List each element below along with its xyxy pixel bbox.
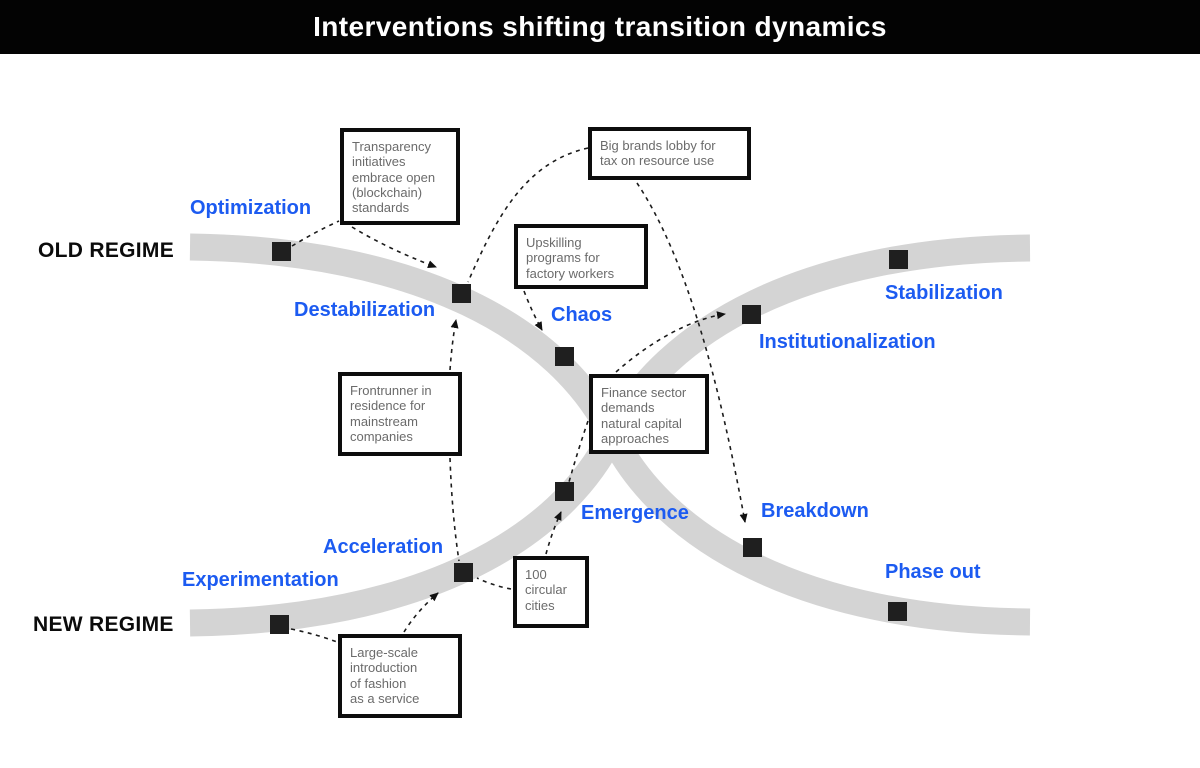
phase-label-destabilization: Destabilization: [294, 299, 436, 321]
connector-finance-to-institutionalization: [615, 311, 726, 373]
page-title: Interventions shifting transition dynami…: [313, 11, 887, 42]
phase-label-breakdown: Breakdown: [761, 500, 869, 522]
intervention-box-frontrunner: Frontrunner in residence for mainstream …: [338, 372, 462, 456]
intervention-box-transparency: Transparency initiatives embrace open (b…: [340, 128, 460, 225]
connector-bigbrands-to-breakdown: [636, 182, 748, 523]
connector-frontrunner-to-destabilization: [449, 319, 459, 371]
intervention-box-fashion-service: Large-scale introduction of fashion as a…: [338, 634, 462, 718]
curve-marker-acceleration: [453, 562, 473, 582]
connector-optimization-to-transparency: [291, 220, 340, 247]
curve-marker-experimentation: [269, 614, 289, 634]
curve-marker-institutionalization: [741, 304, 761, 324]
connector-circularcities-to-emergence: [545, 511, 562, 555]
regime-label-new-regime: NEW REGIME: [33, 613, 174, 636]
phase-label-experimentation: Experimentation: [182, 569, 339, 591]
intervention-box-upskilling: Upskilling programs for factory workers: [514, 224, 648, 289]
intervention-box-circular-cities: 100 circular cities: [513, 556, 589, 628]
connector-upskilling-to-chaos: [523, 290, 543, 331]
dashed-connectors: [290, 147, 748, 643]
connector-transparency-to-destabilization: [351, 226, 437, 268]
connector-experimentation-to-fashionservice: [290, 628, 338, 643]
curve-marker-optimization: [271, 241, 291, 261]
regime-label-old-regime: OLD REGIME: [38, 239, 175, 262]
phase-label-emergence: Emergence: [581, 502, 689, 524]
curve-marker-destabilization: [451, 283, 471, 303]
curve-marker-chaos: [554, 346, 574, 366]
phase-label-institutionalization: Institutionalization: [759, 331, 936, 353]
phase-label-stabilization: Stabilization: [885, 282, 1003, 304]
intervention-box-big-brands: Big brands lobby for tax on resource use: [588, 127, 751, 180]
phase-label-optimization: Optimization: [190, 197, 312, 219]
curve-marker-phase-out: [887, 601, 907, 621]
phase-label-acceleration: Acceleration: [323, 536, 444, 558]
connector-frontrunner-to-acceleration: [449, 457, 460, 562]
curve-marker-breakdown: [742, 537, 762, 557]
connector-bigbrands-to-destabilization: [467, 147, 589, 283]
curve-marker-stabilization: [888, 249, 908, 269]
connector-circularcities-to-acceleration: [476, 577, 512, 590]
curve-marker-emergence: [554, 481, 574, 501]
phase-label-chaos: Chaos: [551, 304, 613, 326]
phase-label-phase-out: Phase out: [885, 561, 981, 583]
title-bar: Interventions shifting transition dynami…: [0, 0, 1200, 54]
intervention-box-finance: Finance sector demands natural capital a…: [589, 374, 709, 454]
